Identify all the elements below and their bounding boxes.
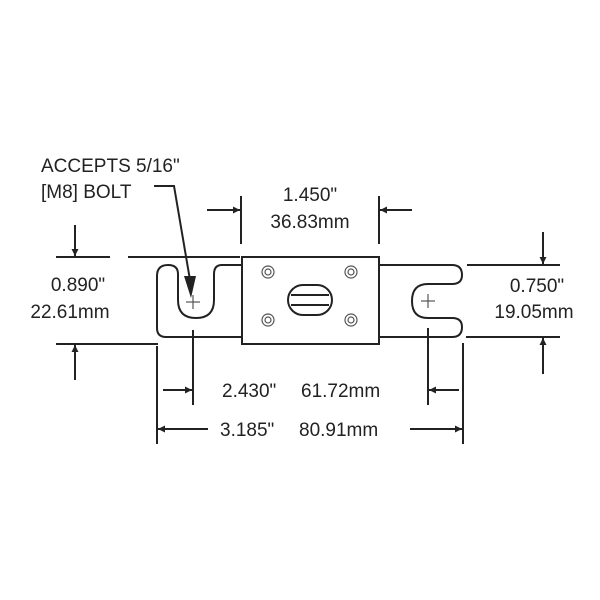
right-terminal — [379, 264, 464, 338]
hole-to-hole-inch: 2.430" — [222, 381, 276, 402]
body-width-inch: 1.450" — [283, 185, 337, 206]
fuse-window — [287, 284, 333, 316]
right-height-dimension — [466, 232, 560, 374]
left-hole-center-icon — [186, 295, 200, 309]
callout-leader — [154, 185, 196, 298]
body-width-dimension — [207, 196, 412, 244]
right-height-mm: 19.05mm — [494, 302, 573, 323]
left-height-mm: 22.61mm — [30, 302, 109, 323]
hole-to-hole-mm: 61.72mm — [301, 381, 380, 402]
left-terminal — [156, 263, 242, 338]
fuse-body — [241, 256, 380, 345]
left-height-dimension — [56, 225, 240, 380]
callout-line1: ACCEPTS 5/16" — [41, 156, 180, 177]
overall-length-inch: 3.185" — [220, 420, 274, 441]
bottom-extension-lines — [156, 328, 464, 444]
body-width-mm: 36.83mm — [270, 212, 349, 233]
screw-icons — [261, 265, 358, 327]
right-hole-center-icon — [421, 294, 435, 308]
left-height-inch: 0.890" — [51, 275, 105, 296]
overall-length-mm: 80.91mm — [299, 420, 378, 441]
callout-line2: [M8] BOLT — [41, 182, 132, 203]
right-height-inch: 0.750" — [510, 276, 564, 297]
